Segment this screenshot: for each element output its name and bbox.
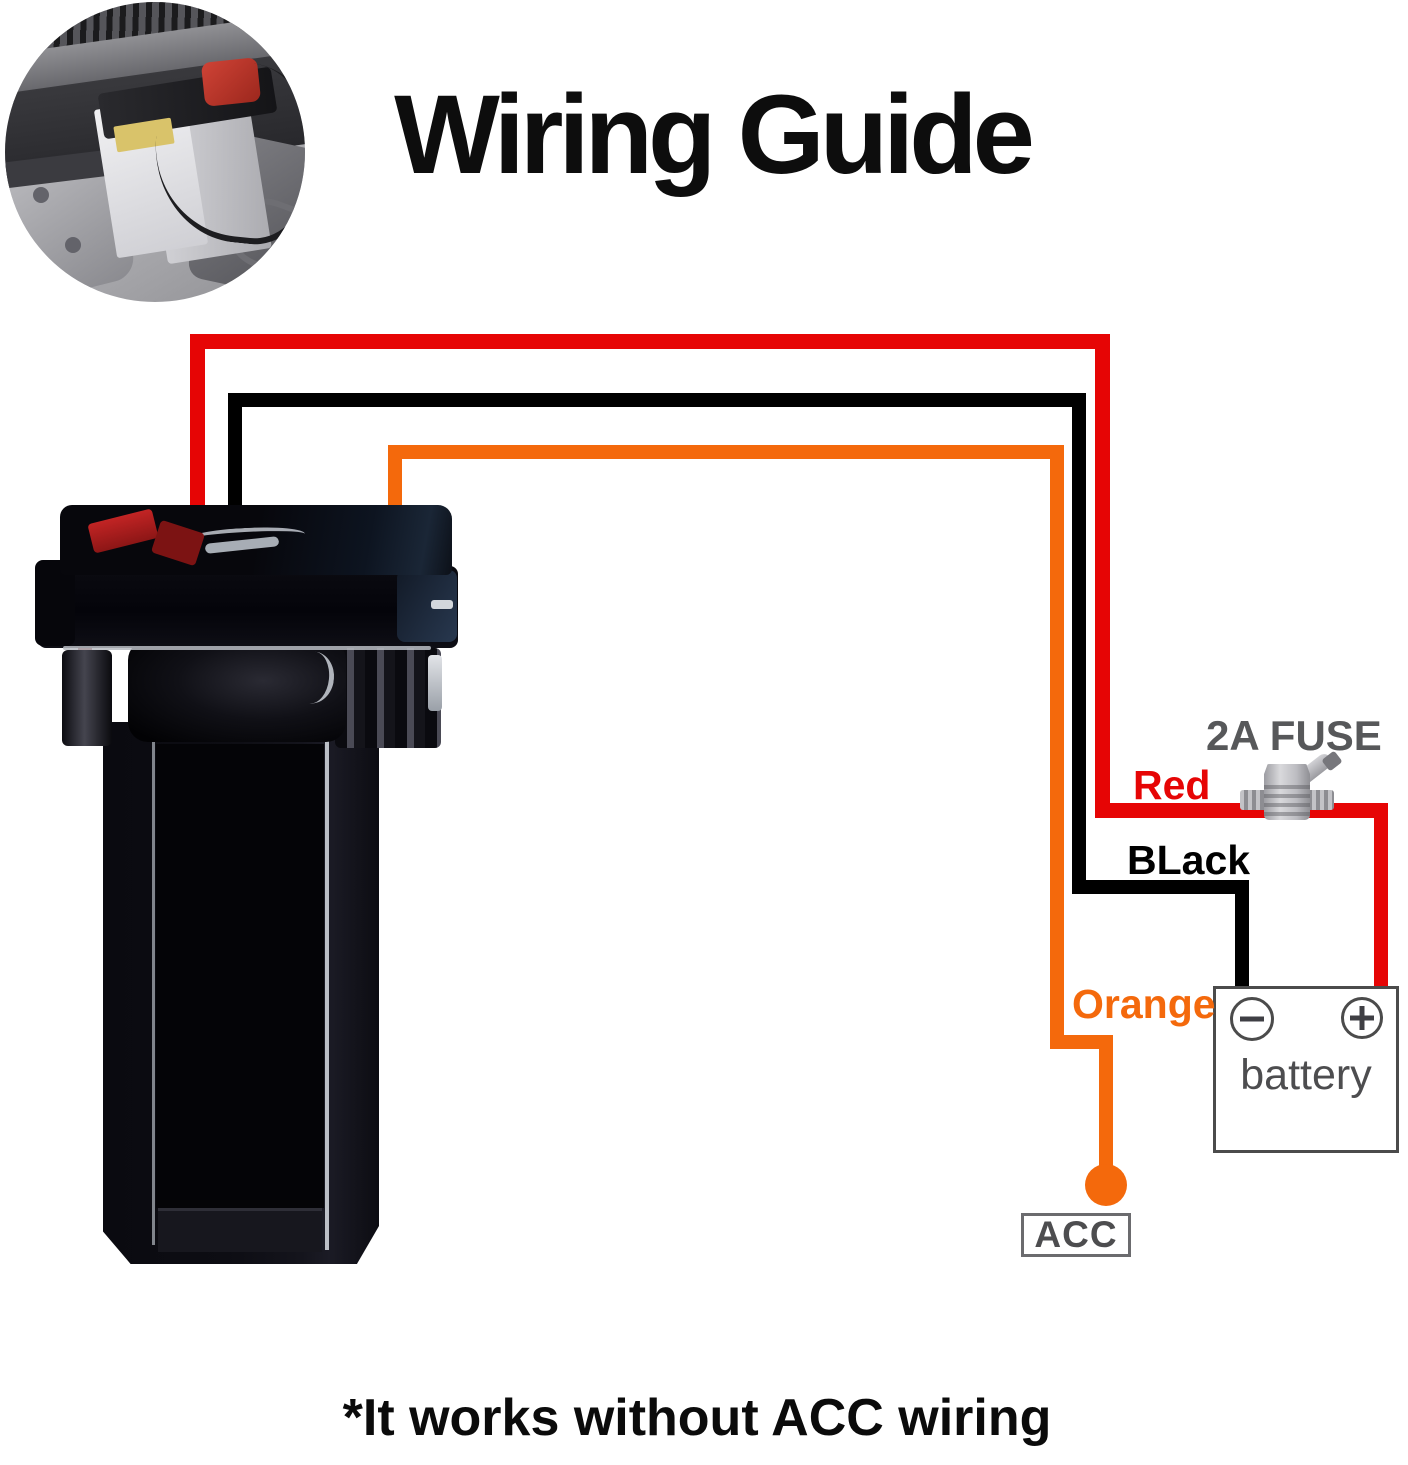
red-wire-label: Red: [1133, 762, 1211, 808]
orange-wire-segment: [1050, 1035, 1113, 1049]
bolt-icon: [65, 237, 81, 253]
red-wire-segment: [190, 334, 205, 530]
fuse-label: 2A FUSE: [1206, 712, 1382, 759]
fuse-barb: [1304, 790, 1334, 810]
black-wire-segment: [228, 394, 242, 534]
device-front-panel: [156, 744, 324, 1208]
acc-label: ACC: [1034, 1214, 1118, 1255]
page-title: Wiring Guide: [394, 72, 1035, 197]
acc-box: ACC: [1021, 1213, 1131, 1257]
orange-wire-segment: [1050, 445, 1064, 1049]
device-left-rib: [62, 650, 112, 746]
device-body-seam: [152, 740, 155, 1245]
red-wire-segment: [1095, 334, 1110, 818]
black-wire-segment: [1235, 880, 1249, 990]
device-bottom-band: [158, 1208, 322, 1252]
device-collar-edge: [63, 646, 431, 650]
black-wire-segment: [228, 393, 1086, 407]
fuse-body: [1264, 764, 1310, 820]
fuse-body-ribs: [1264, 782, 1310, 816]
orange-dot: [1085, 1164, 1127, 1206]
device-collar: [38, 566, 458, 648]
engine-bay-photo: [5, 2, 305, 302]
battery-box: battery: [1213, 986, 1399, 1153]
battery-label: battery: [1240, 1051, 1372, 1099]
bolt-icon: [33, 187, 49, 203]
minus-icon: [1230, 997, 1274, 1041]
device-right-ribs: [335, 648, 441, 748]
fuse-barb: [1240, 790, 1268, 810]
footer-note: *It works without ACC wiring: [342, 1389, 1052, 1447]
orange-wire-segment: [1099, 1035, 1113, 1175]
black-wire-label: BLack: [1127, 837, 1251, 883]
device-silver-clip: [428, 655, 442, 711]
device-body-seam: [325, 738, 329, 1250]
orange-wire-segment: [388, 445, 1064, 459]
device-glossy-bulge: [128, 640, 346, 742]
fuse-icon: [1238, 750, 1343, 824]
black-wire-segment: [1072, 393, 1086, 894]
red-wire-segment: [190, 334, 1110, 349]
device-notch: [431, 600, 453, 609]
red-wire-segment: [1374, 803, 1388, 990]
plus-icon: [1341, 997, 1383, 1039]
black-wire-segment: [1072, 880, 1249, 894]
orange-wire-label: Orange: [1072, 981, 1216, 1027]
gps-tracker-device: [35, 500, 460, 1265]
